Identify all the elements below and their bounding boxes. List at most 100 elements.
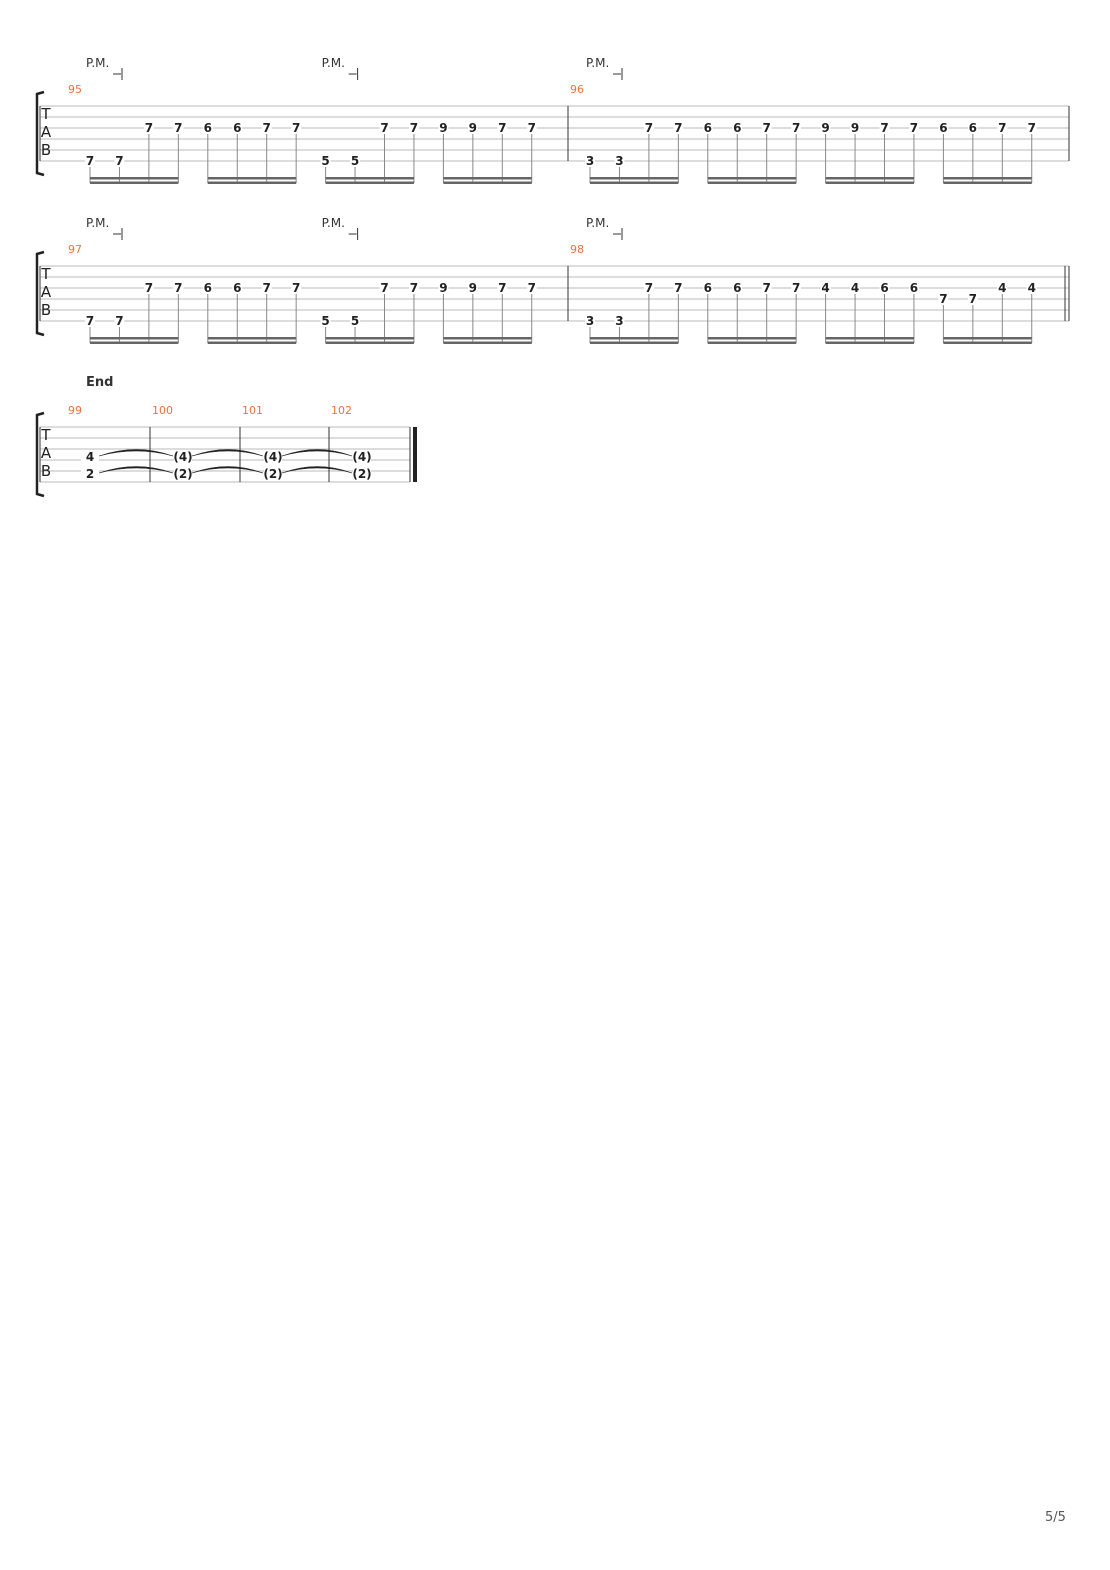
note-bg bbox=[791, 122, 802, 133]
note-bg bbox=[320, 155, 331, 166]
note-bg bbox=[173, 122, 184, 133]
fret-number: 7 bbox=[380, 121, 388, 135]
fret-number: 7 bbox=[86, 154, 94, 168]
beam bbox=[943, 177, 1032, 180]
note-bg bbox=[85, 155, 95, 166]
note-bg bbox=[202, 122, 213, 133]
beam bbox=[825, 181, 914, 184]
note-bg bbox=[702, 282, 713, 293]
note-bg bbox=[291, 122, 302, 133]
fret-number: 6 bbox=[733, 281, 741, 295]
fret-number: 4 bbox=[821, 281, 829, 295]
note-bg bbox=[408, 122, 419, 133]
note-bg bbox=[585, 155, 595, 166]
fret-number: 5 bbox=[351, 154, 359, 168]
fret-number: 2 bbox=[86, 467, 94, 481]
note-bg bbox=[232, 122, 243, 133]
fret-number: 7 bbox=[674, 121, 682, 135]
tie bbox=[191, 449, 264, 457]
note-bg bbox=[938, 293, 949, 304]
fret-number: (2) bbox=[263, 467, 282, 481]
fret-number: 4 bbox=[1028, 281, 1036, 295]
beam bbox=[90, 341, 179, 344]
tie bbox=[281, 466, 353, 474]
fret-number: 6 bbox=[204, 281, 212, 295]
beam bbox=[443, 181, 532, 184]
beam bbox=[443, 337, 532, 340]
note-bg bbox=[291, 282, 302, 293]
note-bg bbox=[350, 155, 361, 166]
note-bg bbox=[850, 122, 861, 133]
fret-number: 6 bbox=[939, 121, 947, 135]
fret-number: 7 bbox=[1028, 121, 1036, 135]
note-bg bbox=[81, 468, 99, 479]
fret-number: 3 bbox=[615, 314, 623, 328]
measure-number: 102 bbox=[331, 404, 352, 417]
tab-clef-letter: A bbox=[41, 283, 52, 301]
beam bbox=[707, 177, 797, 180]
palm-mute-label: P.M. bbox=[322, 216, 345, 230]
fret-number: 7 bbox=[145, 121, 153, 135]
palm-mute-label: P.M. bbox=[86, 216, 109, 230]
fret-number: 5 bbox=[321, 154, 329, 168]
fret-number: 3 bbox=[586, 154, 594, 168]
fret-number: 6 bbox=[704, 281, 712, 295]
beam bbox=[325, 181, 414, 184]
note-bg bbox=[320, 315, 331, 326]
beam bbox=[207, 337, 297, 340]
note-bg bbox=[967, 122, 978, 133]
fret-number: 4 bbox=[851, 281, 859, 295]
note-bg bbox=[761, 282, 772, 293]
fret-number: 7 bbox=[498, 121, 506, 135]
beam bbox=[707, 181, 797, 184]
fret-number: 6 bbox=[910, 281, 918, 295]
beam bbox=[443, 177, 532, 180]
beam bbox=[943, 181, 1032, 184]
fret-number: 5 bbox=[351, 314, 359, 328]
beam bbox=[325, 341, 414, 344]
fret-number: 6 bbox=[733, 121, 741, 135]
beam bbox=[207, 181, 297, 184]
note-bg bbox=[174, 468, 192, 479]
fret-number: 4 bbox=[998, 281, 1006, 295]
beam bbox=[825, 337, 914, 340]
beam bbox=[707, 337, 797, 340]
note-bg bbox=[85, 315, 95, 326]
fret-number: 7 bbox=[145, 281, 153, 295]
fret-number: 9 bbox=[851, 121, 859, 135]
fret-number: 6 bbox=[233, 281, 241, 295]
note-bg bbox=[732, 122, 743, 133]
note-bg bbox=[585, 315, 595, 326]
beam bbox=[90, 181, 179, 184]
note-bg bbox=[353, 468, 371, 479]
note-bg bbox=[643, 122, 654, 133]
fret-number: 6 bbox=[704, 121, 712, 135]
note-bg bbox=[173, 282, 184, 293]
beam bbox=[207, 177, 297, 180]
fret-number: 9 bbox=[469, 281, 477, 295]
fret-number: 7 bbox=[292, 281, 300, 295]
note-bg bbox=[81, 451, 99, 462]
fret-number: 4 bbox=[86, 450, 94, 464]
note-bg bbox=[264, 451, 282, 462]
note-bg bbox=[438, 282, 449, 293]
note-bg bbox=[614, 155, 625, 166]
beam bbox=[90, 337, 179, 340]
system-bracket bbox=[35, 250, 45, 337]
page-number: 5/5 bbox=[1045, 1510, 1066, 1525]
note-bg bbox=[261, 122, 272, 133]
tie bbox=[281, 449, 353, 457]
fret-number: 7 bbox=[763, 281, 771, 295]
fret-number: 9 bbox=[821, 121, 829, 135]
measure-number: 100 bbox=[152, 404, 173, 417]
fret-number: 7 bbox=[263, 121, 271, 135]
note-bg bbox=[820, 282, 831, 293]
note-bg bbox=[761, 122, 772, 133]
note-bg bbox=[467, 282, 478, 293]
tab-clef-letter: B bbox=[41, 462, 51, 480]
fret-number: 7 bbox=[263, 281, 271, 295]
fret-number: 7 bbox=[528, 281, 536, 295]
note-bg bbox=[938, 122, 949, 133]
system-bracket bbox=[35, 90, 45, 177]
